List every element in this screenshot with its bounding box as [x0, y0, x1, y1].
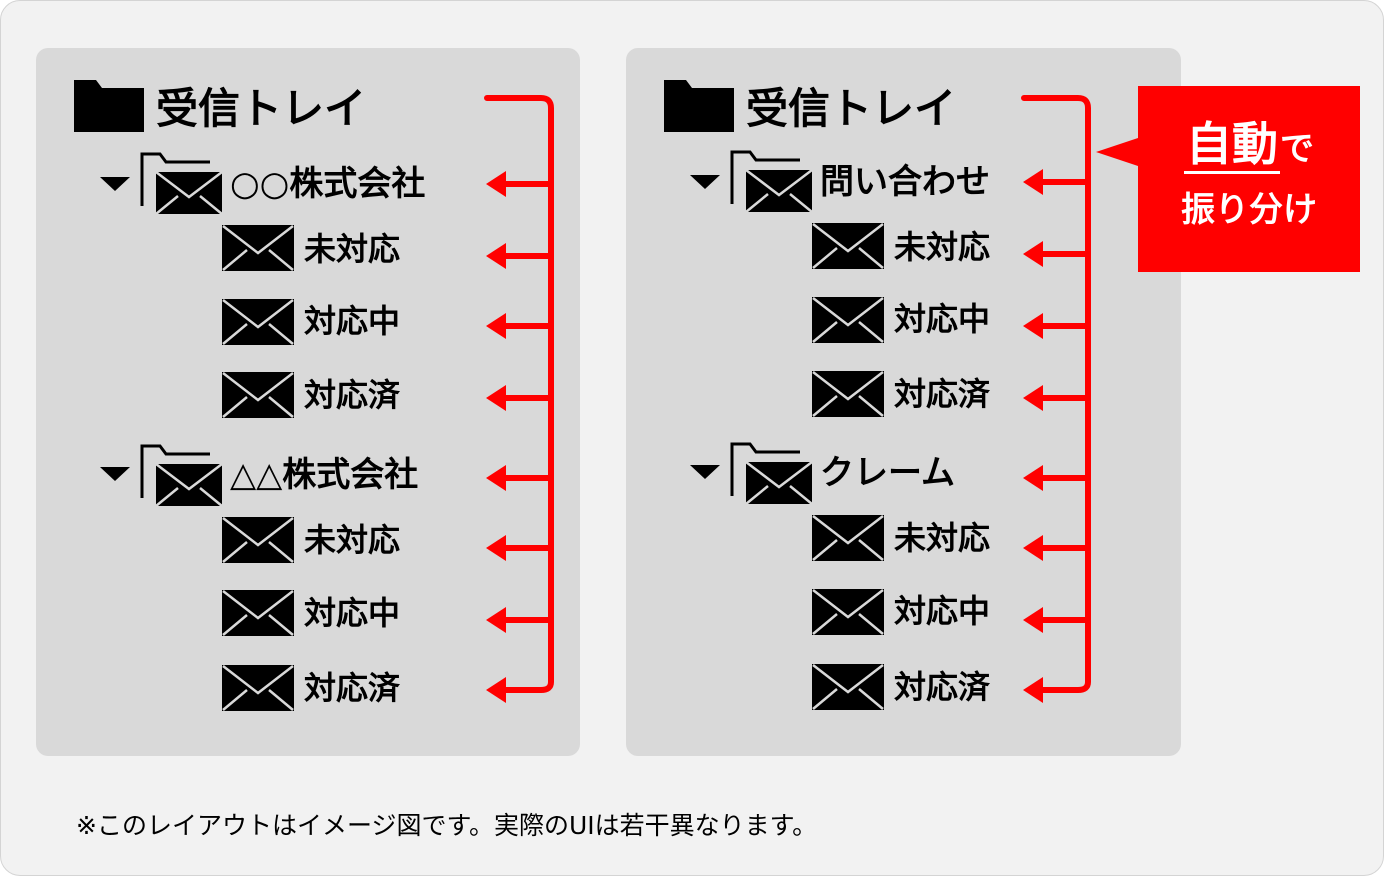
right-folder-label: 未対応	[894, 519, 991, 557]
right-group-label: 問い合わせ	[820, 162, 990, 202]
callout-de-text: で	[1280, 129, 1314, 169]
right-folder-label: 対応中	[894, 592, 991, 630]
mail-icon	[222, 517, 294, 567]
collapse-triangle-icon[interactable]	[100, 176, 130, 195]
arrowhead	[486, 535, 506, 561]
left-group-label: ○○株式会社	[230, 164, 426, 204]
left-branch-line	[502, 181, 554, 623]
mail-folder-icon	[140, 444, 226, 512]
collapse-triangle-icon[interactable]	[100, 466, 130, 485]
arrowhead	[486, 243, 506, 269]
callout: 自動で 振り分け	[1138, 86, 1360, 272]
arrowhead	[486, 465, 506, 491]
mail-folder-icon	[140, 152, 226, 220]
arrowhead	[486, 385, 506, 411]
mail-icon	[812, 371, 884, 421]
right-folder-label: 未対応	[894, 228, 991, 266]
right-branch-line	[1039, 179, 1091, 623]
arrowhead	[1023, 169, 1043, 195]
right-inbox-label: 受信トレイ	[746, 84, 957, 133]
mail-icon	[812, 664, 884, 714]
arrowhead	[486, 607, 506, 633]
inbox-folder-icon	[662, 78, 736, 138]
arrowhead	[486, 171, 506, 197]
callout-sort-text: 振り分け	[1181, 190, 1317, 230]
arrowhead	[1023, 313, 1043, 339]
left-inbox-label: 受信トレイ	[156, 84, 367, 133]
mail-icon	[812, 589, 884, 639]
arrowhead	[1023, 465, 1043, 491]
mail-icon	[812, 297, 884, 347]
mail-folder-icon	[730, 150, 816, 218]
mail-folder-icon	[730, 442, 816, 510]
mail-icon	[812, 223, 884, 273]
mail-icon	[812, 515, 884, 565]
callout-auto-text: 自動	[1184, 117, 1280, 174]
left-group-label: △△株式会社	[230, 455, 419, 495]
left-folder-label: 対応中	[304, 594, 401, 632]
arrowhead	[1023, 385, 1043, 411]
collapse-triangle-icon[interactable]	[690, 464, 720, 483]
arrowhead	[1023, 241, 1043, 267]
mail-icon	[222, 590, 294, 640]
mail-icon	[222, 299, 294, 349]
left-panel	[36, 48, 580, 756]
callout-line-1: 自動で	[1138, 116, 1360, 174]
arrowhead	[1023, 535, 1043, 561]
mail-icon	[222, 372, 294, 422]
right-group-label: クレーム	[820, 453, 955, 493]
mail-icon	[222, 225, 294, 275]
arrowhead	[1023, 607, 1043, 633]
left-folder-label: 対応中	[304, 302, 401, 340]
arrowhead	[486, 677, 506, 703]
right-folder-label: 対応済	[894, 668, 991, 706]
callout-box	[1096, 86, 1360, 272]
left-folder-label: 対応済	[304, 376, 401, 414]
arrowhead	[1023, 677, 1043, 703]
left-folder-label: 未対応	[304, 521, 401, 559]
right-folder-label: 対応中	[894, 300, 991, 338]
arrowhead	[486, 313, 506, 339]
left-folder-label: 対応済	[304, 669, 401, 707]
inbox-folder-icon	[72, 78, 146, 138]
footnote: ※このレイアウトはイメージ図です。実際のUIは若干異なります。	[76, 811, 818, 840]
left-folder-label: 未対応	[304, 230, 401, 268]
collapse-triangle-icon[interactable]	[690, 174, 720, 193]
right-folder-label: 対応済	[894, 375, 991, 413]
mail-icon	[222, 665, 294, 715]
